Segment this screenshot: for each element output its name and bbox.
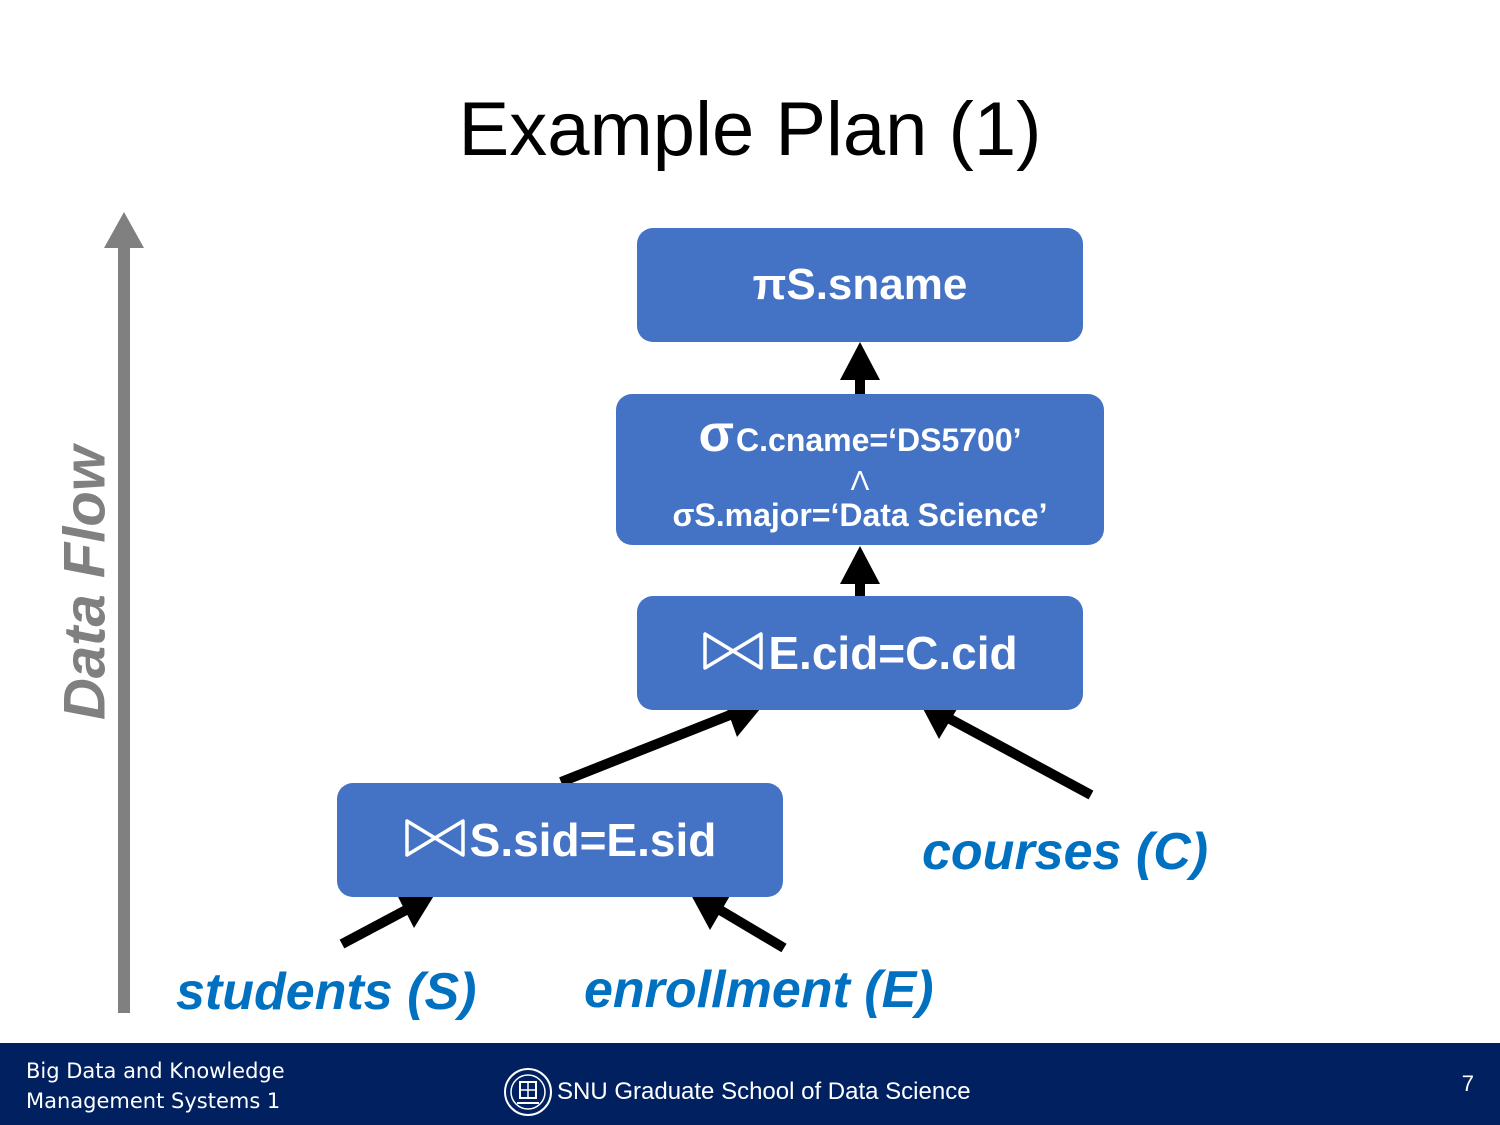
page-number: 7 bbox=[1461, 1071, 1474, 1096]
join-node-top: E.cid=C.cid bbox=[637, 596, 1083, 710]
school-logo: SNU Graduate School of Data Science bbox=[503, 1067, 971, 1117]
selection-condition-2: S.major=‘Data Science’ bbox=[694, 497, 1048, 534]
sigma-symbol: σ bbox=[698, 405, 735, 464]
join-node-bottom: S.sid=E.sid bbox=[337, 783, 783, 897]
course-name-line-2: Management Systems 1 bbox=[26, 1089, 281, 1113]
join-bowtie-icon bbox=[404, 819, 465, 857]
relation-students: students (S) bbox=[176, 963, 477, 1021]
school-name: SNU Graduate School of Data Science bbox=[557, 1078, 971, 1105]
course-name-line-1: Big Data and Knowledge bbox=[26, 1059, 285, 1083]
data-flow-label: Data Flow bbox=[52, 446, 118, 720]
edge-selection-to-projection bbox=[840, 342, 880, 394]
course-name: Big Data and Knowledge Management System… bbox=[26, 1056, 285, 1116]
snu-seal-icon bbox=[504, 1068, 552, 1116]
pi-symbol: π bbox=[752, 260, 787, 309]
sigma-symbol: σ bbox=[672, 497, 695, 534]
edge-join-to-selection bbox=[840, 546, 880, 596]
slide-title: Example Plan (1) bbox=[458, 87, 1042, 172]
footer-bar: Big Data and Knowledge Management System… bbox=[0, 1043, 1500, 1125]
projection-label: S.sname bbox=[786, 260, 968, 309]
relation-enrollment: enrollment (E) bbox=[584, 961, 934, 1019]
edge-enrollment-to-join-bottom bbox=[690, 893, 787, 953]
join-top-condition: E.cid=C.cid bbox=[768, 627, 1018, 679]
join-bowtie-icon bbox=[703, 632, 764, 670]
selection-condition-1: C.cname=‘DS5700’ bbox=[736, 422, 1022, 459]
edge-courses-to-join-top bbox=[919, 699, 1094, 800]
and-symbol: Λ bbox=[850, 464, 870, 496]
relation-courses: courses (C) bbox=[922, 823, 1209, 881]
edge-students-to-join-bottom bbox=[339, 891, 435, 949]
data-flow-arrow bbox=[104, 212, 144, 1013]
join-bottom-condition: S.sid=E.sid bbox=[469, 814, 717, 866]
